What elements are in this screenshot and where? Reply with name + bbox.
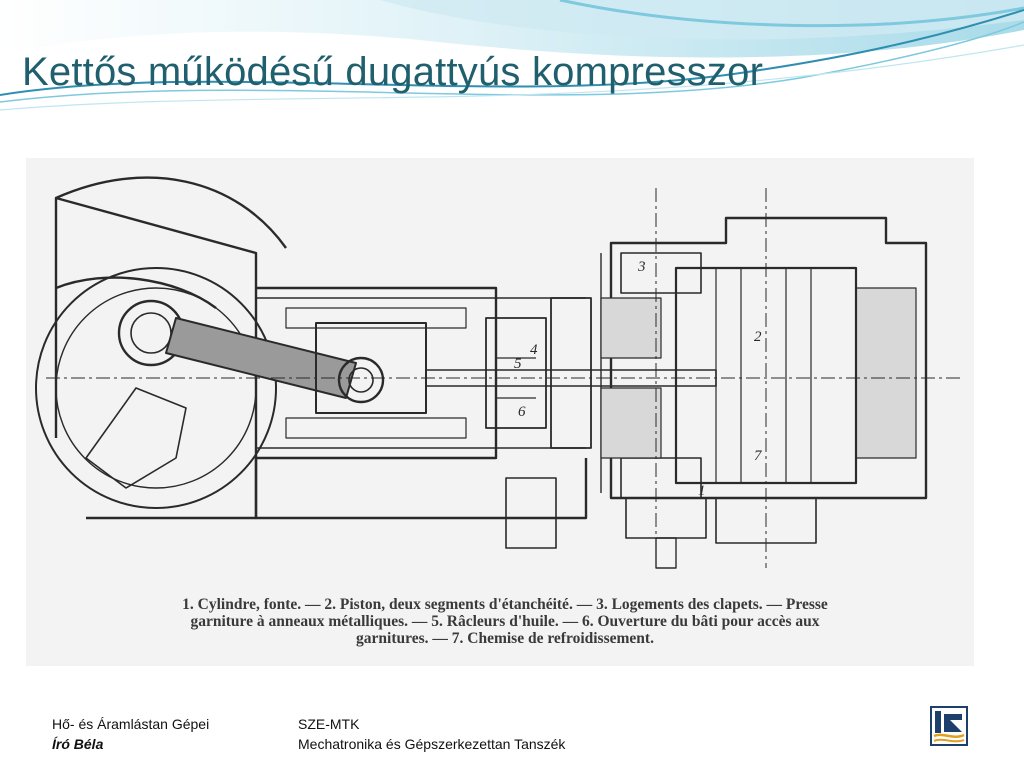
label-2: 2: [754, 329, 762, 345]
sze-logo-icon: [930, 706, 968, 746]
footer-faculty: SZE-MTK: [298, 716, 360, 732]
footer-author: Hő- és Áramlástan Gépei Író Béla: [52, 714, 209, 754]
label-1: 1: [698, 483, 706, 499]
figure-caption: 1. Cylindre, fonte. — 2. Piston, deux se…: [46, 596, 964, 647]
label-7: 7: [754, 448, 763, 464]
label-6: 6: [518, 404, 526, 420]
label-4: 4: [530, 342, 538, 358]
label-5: 5: [514, 356, 522, 372]
footer-institution: SZE-MTK Mechatronika és Gépszerkezettan …: [298, 714, 565, 754]
figure-panel: 1 2 3 4 5 6 7 1. Cylindre, fonte. — 2. P…: [26, 158, 974, 666]
footer-course: Hő- és Áramlástan Gépei: [52, 716, 210, 732]
footer-department: Mechatronika és Gépszerkezettan Tanszék: [298, 736, 566, 752]
caption-line-3: garnitures. — 7. Chemise de refroidissem…: [356, 630, 654, 647]
caption-line-1: 1. Cylindre, fonte. — 2. Piston, deux se…: [182, 596, 828, 613]
slide-title: Kettős működésű dugattyús kompresszor: [22, 50, 764, 94]
header-banner: [0, 0, 1024, 111]
caption-line-2: garniture à anneaux métalliques. — 5. Râ…: [190, 613, 820, 630]
label-3: 3: [637, 259, 646, 275]
compressor-drawing: 1 2 3 4 5 6 7: [35, 176, 961, 569]
footer-author-name: Író Béla: [52, 736, 104, 752]
